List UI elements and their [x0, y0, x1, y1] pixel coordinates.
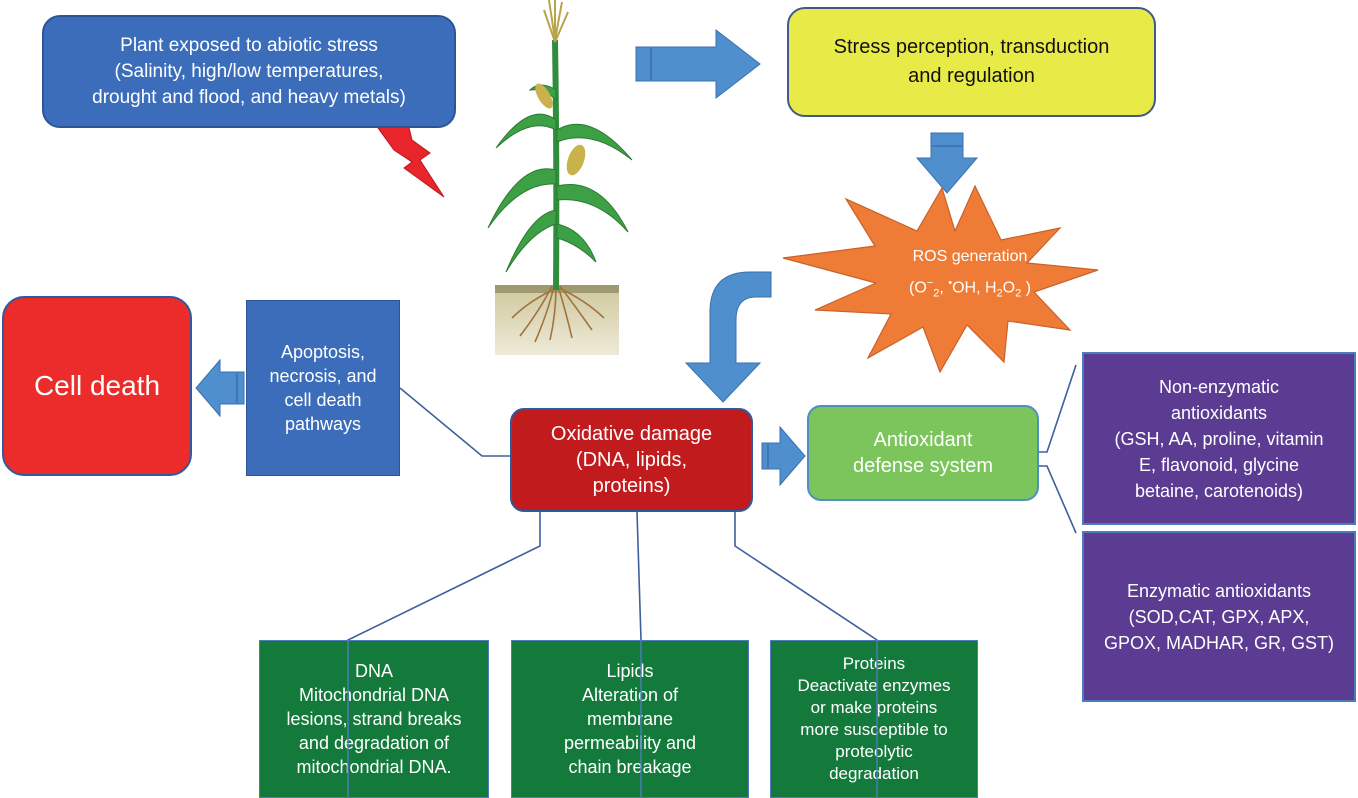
arrow-left-to-cell-death [195, 358, 245, 418]
oxidative-damage-text: Oxidative damage (DNA, lipids, proteins) [550, 423, 713, 497]
cell-death-box: Cell death [2, 296, 192, 476]
antioxidant-defense-text: Antioxidant defense system [852, 429, 994, 477]
connector-antioxidant-nonenzymatic [1039, 364, 1077, 453]
arrow-down-to-ros [915, 132, 979, 194]
lipids-damage-box: Lipids Alteration of membrane permeabili… [511, 640, 749, 798]
plant-icon [487, 0, 633, 355]
arrow-right-to-perception [635, 28, 761, 100]
connector-apoptosis-oxidative [399, 387, 510, 457]
perception-box: Stress perception, transduction and regu… [787, 7, 1156, 117]
stress-box: Plant exposed to abiotic stress (Salinit… [42, 15, 456, 128]
dna-damage-text: DNA Mitochondrial DNA lesions, strand br… [286, 661, 462, 777]
enzymatic-antioxidants-text: Enzymatic antioxidants (SOD,CAT, GPX, AP… [1103, 580, 1335, 653]
dna-damage-box: DNA Mitochondrial DNA lesions, strand br… [259, 640, 489, 798]
proteins-damage-text: Proteins Deactivate enzymes or make prot… [797, 654, 951, 783]
oxidative-damage-box: Oxidative damage (DNA, lipids, proteins) [510, 408, 753, 512]
non-enzymatic-antioxidants-box: Non-enzymatic antioxidants (GSH, AA, pro… [1082, 352, 1356, 525]
lipids-damage-text: Lipids Alteration of membrane permeabili… [563, 661, 697, 777]
proteins-damage-box: Proteins Deactivate enzymes or make prot… [770, 640, 978, 798]
cell-death-text: Cell death [33, 370, 161, 401]
arrows [195, 28, 979, 487]
non-enzymatic-antioxidants-text: Non-enzymatic antioxidants (GSH, AA, pro… [1114, 376, 1324, 501]
stress-text: Plant exposed to abiotic stress (Salinit… [92, 34, 406, 108]
perception-text: Stress perception, transduction and regu… [833, 36, 1110, 87]
ros-title: ROS generation [912, 248, 1028, 265]
ros-formula: (O−2, •OH, H2O2 ) [908, 277, 1032, 300]
apoptosis-text: Apoptosis, necrosis, and cell death path… [269, 342, 377, 434]
connector-antioxidant-enzymatic [1039, 465, 1077, 534]
apoptosis-box: Apoptosis, necrosis, and cell death path… [246, 300, 400, 476]
antioxidant-defense-box: Antioxidant defense system [807, 405, 1039, 501]
enzymatic-antioxidants-box: Enzymatic antioxidants (SOD,CAT, GPX, AP… [1082, 531, 1356, 702]
arrow-bent-to-oxidative [684, 271, 772, 403]
ros-label: ROS generation (O−2, •OH, H2O2 ) [880, 243, 1060, 308]
ros-starburst [782, 184, 1099, 374]
arrow-right-to-antioxidant [761, 425, 806, 487]
